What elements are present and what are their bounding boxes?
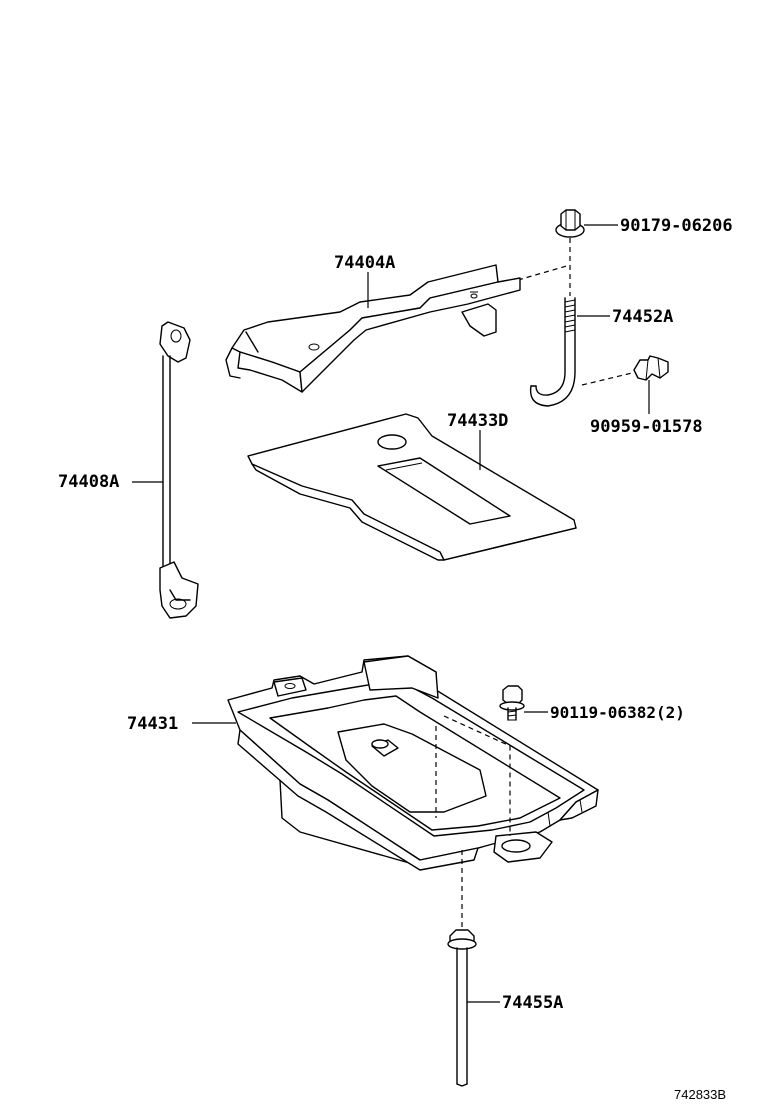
battery-tray-74431[interactable] [227, 655, 599, 871]
label-74408A: 74408A [58, 472, 119, 492]
hold-down-rod-74452A[interactable] [529, 297, 576, 407]
label-74455A: 74455A [502, 993, 563, 1013]
bolt-74455A[interactable] [447, 929, 477, 1087]
clamp-bracket-74404A[interactable] [225, 264, 521, 393]
label-74452A: 74452A [612, 307, 673, 327]
insulator-74433D[interactable] [247, 413, 577, 561]
label-74404A: 74404A [334, 253, 395, 273]
label-74433D: 74433D [447, 411, 508, 431]
clip-90959-01578[interactable] [633, 355, 669, 381]
dashed-hidden-right [443, 715, 511, 836]
bolt-90119-06382[interactable] [499, 685, 525, 721]
label-90179-06206: 90179-06206 [620, 216, 733, 236]
label-90959-01578: 90959-01578 [590, 417, 703, 437]
label-74431: 74431 [127, 714, 178, 734]
hold-down-rod-74408A[interactable] [159, 321, 199, 619]
dashed-guide-bracket [517, 264, 571, 281]
dashed-guide-clip [581, 372, 633, 386]
diagram-reference-code: 742833B [674, 1087, 726, 1102]
label-90119-06382: 90119-06382(2) [550, 703, 685, 722]
nut-90179-06206[interactable] [555, 209, 585, 238]
